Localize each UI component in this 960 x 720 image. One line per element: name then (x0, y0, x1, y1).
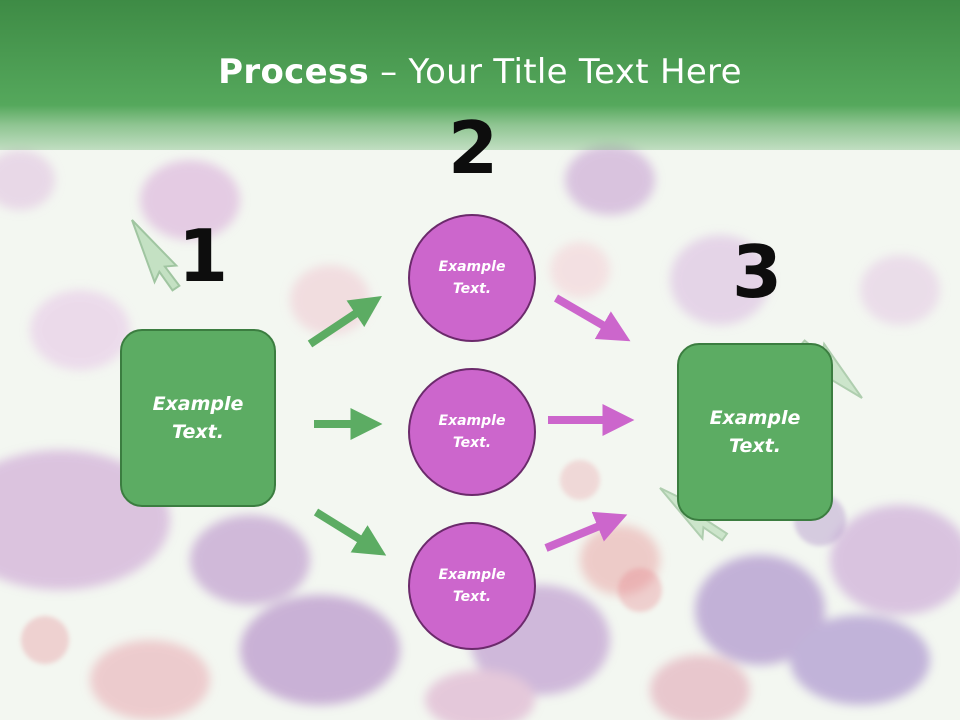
slide-title: Process – Your Title Text Here (0, 52, 960, 92)
arrow-purple-up (544, 511, 628, 552)
header-band (0, 0, 960, 150)
right-box: Example Text. (677, 343, 833, 521)
circle-middle: Example Text. (408, 368, 536, 496)
left-box: Example Text. (120, 329, 276, 507)
step-number-2: 2 (448, 106, 499, 190)
step-number-1: 1 (178, 214, 229, 298)
arrow-green-down (313, 508, 387, 556)
circle-top: Example Text. (408, 214, 536, 342)
arrow-purple-down (553, 294, 631, 342)
step-number-3: 3 (732, 230, 783, 314)
circle-bottom: Example Text. (408, 522, 536, 650)
cursor-arrow-icon (131, 219, 181, 292)
arrow-green-up (307, 296, 382, 348)
title-bold: Process (218, 52, 370, 92)
title-rest: – Your Title Text Here (369, 52, 742, 92)
